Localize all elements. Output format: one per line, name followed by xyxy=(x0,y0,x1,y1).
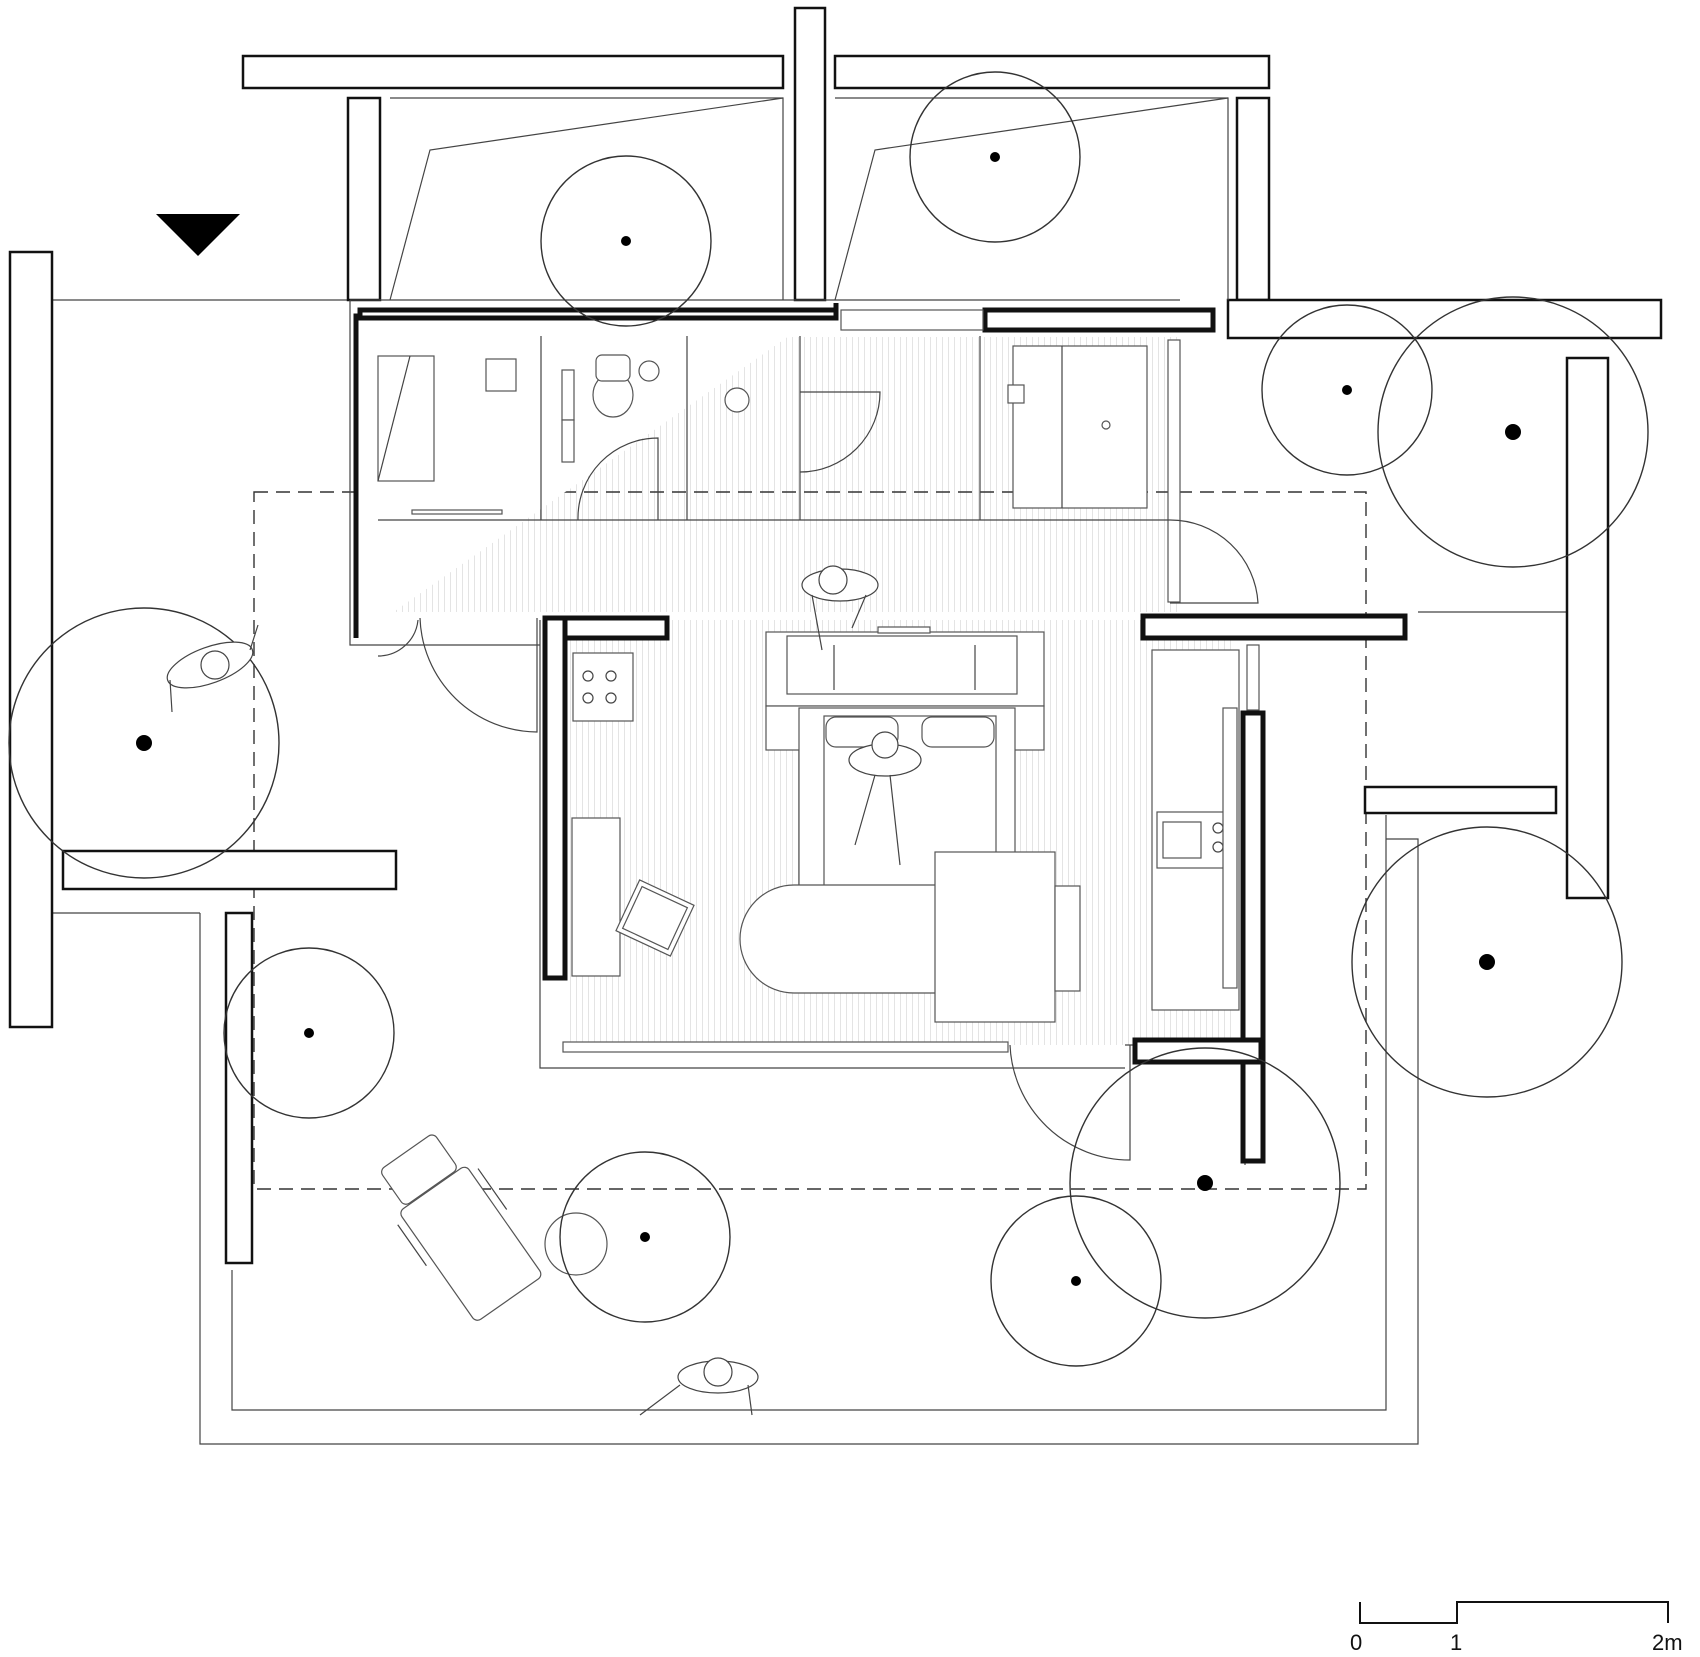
entry-door-swing xyxy=(419,617,538,733)
trees xyxy=(8,71,1649,1367)
scale-label-0: 0 xyxy=(1350,1630,1363,1655)
utility-door-swing xyxy=(377,619,419,657)
armchair xyxy=(615,879,695,957)
garden-door-swing xyxy=(1009,1044,1131,1161)
person-left xyxy=(166,624,259,713)
scale-label-2m: 2m xyxy=(1652,1630,1683,1655)
windows xyxy=(562,309,1260,1053)
interior-walls xyxy=(353,303,1408,1164)
kitchenette-right xyxy=(1151,649,1240,1011)
roof-outline-dashed xyxy=(253,491,1367,1190)
person-at-vanity xyxy=(801,565,879,651)
person-outside xyxy=(639,1357,759,1416)
side-table xyxy=(544,1212,608,1276)
kitchen-cooktop xyxy=(571,652,634,977)
courtyard-planters xyxy=(389,97,1229,301)
human-figures xyxy=(166,565,922,1416)
bathroom-fixtures xyxy=(377,336,1259,604)
scale-label-1: 1 xyxy=(1450,1630,1463,1655)
lounge-chair xyxy=(381,1134,542,1321)
exterior-walls xyxy=(8,6,1663,1265)
scale-bar xyxy=(1359,1601,1669,1624)
entry-arrow-icon xyxy=(156,214,240,256)
site-lines xyxy=(52,299,1568,1445)
person-on-bed xyxy=(848,731,922,866)
house-outline xyxy=(349,299,1246,1165)
